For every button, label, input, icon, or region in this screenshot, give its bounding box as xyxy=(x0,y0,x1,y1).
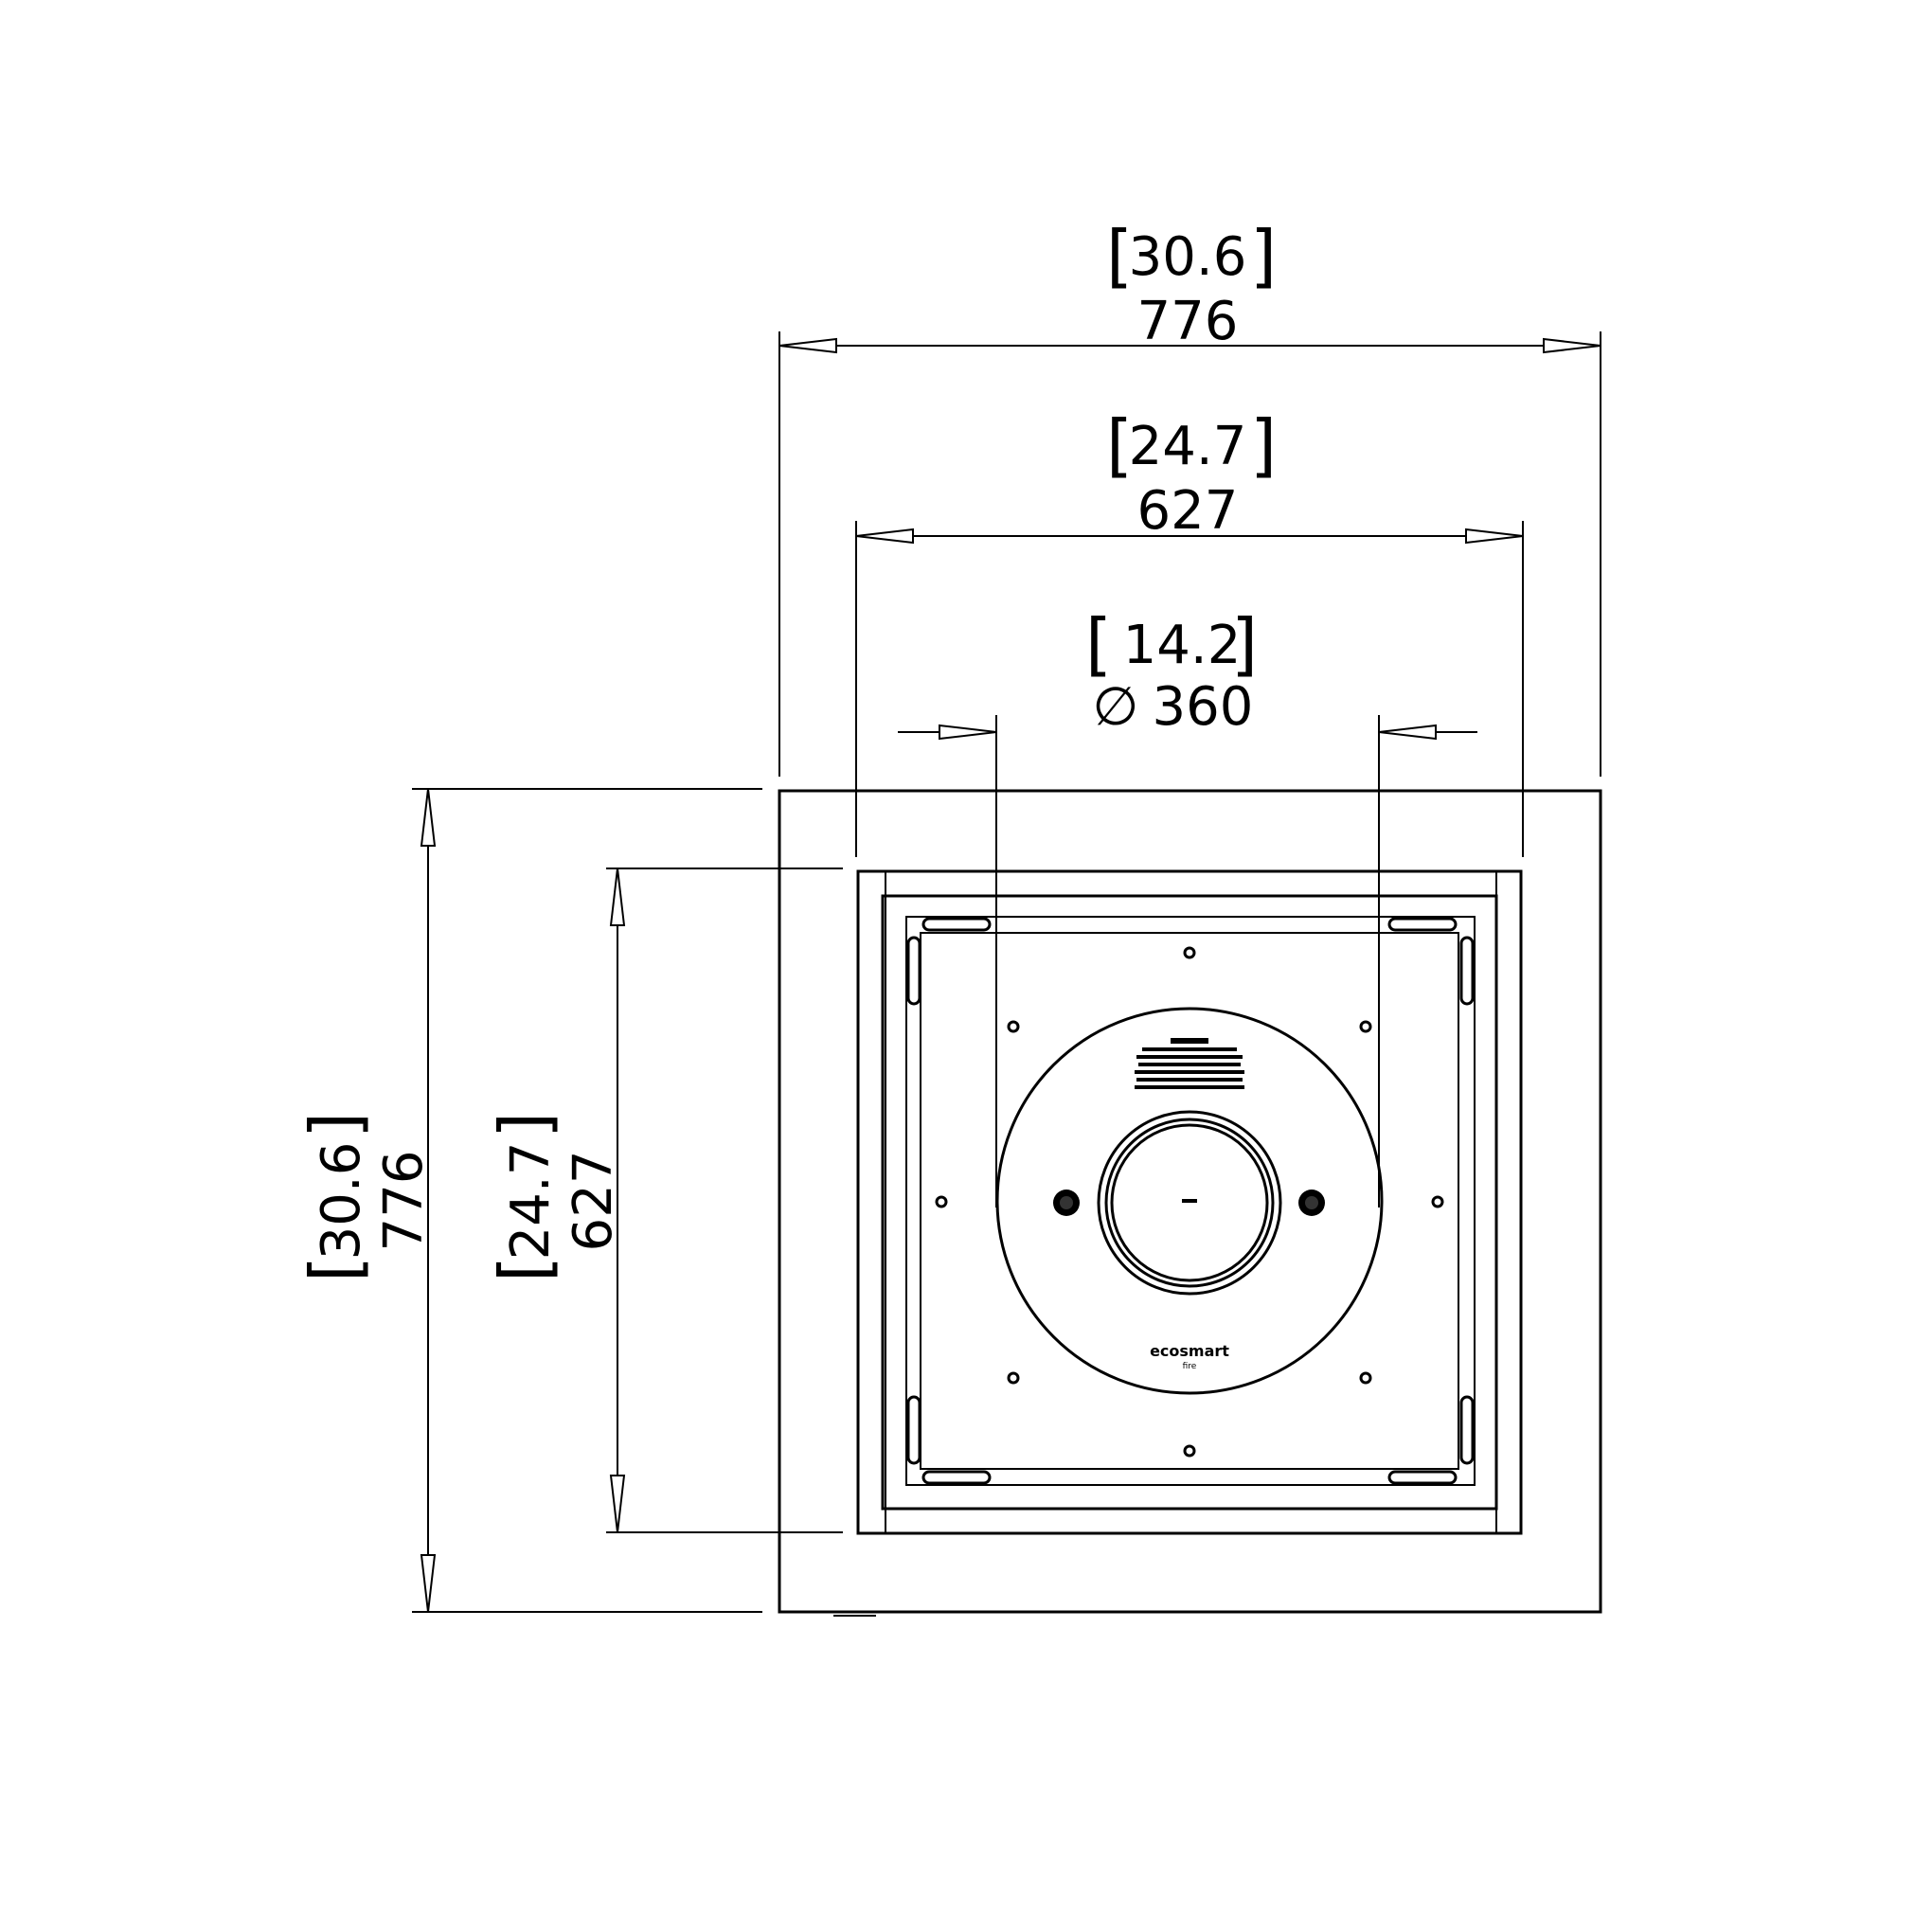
center-mark xyxy=(1182,1199,1197,1203)
burner-opening xyxy=(1097,1110,1282,1296)
overall-width-mm: 776 xyxy=(1137,291,1239,352)
bracket-close: ] xyxy=(295,1112,375,1138)
bracket-open: [ xyxy=(1106,216,1133,295)
bracket-close: ] xyxy=(485,1112,564,1138)
bracket-open: [ xyxy=(295,1256,375,1282)
dimension-inner-depth: [ ] 24.7 627 xyxy=(485,868,843,1533)
warning-label-icon xyxy=(1135,1038,1244,1089)
brand-logo-sub: fire xyxy=(1183,1362,1197,1371)
bracket-close: ] xyxy=(1250,405,1277,485)
dimension-overall-depth: [ ] 30.6 776 xyxy=(295,788,762,1613)
bracket-open: [ xyxy=(1085,604,1112,684)
outer-frame xyxy=(778,789,1602,1614)
overall-width-inches: 30.6 xyxy=(1129,226,1247,288)
burner-disc xyxy=(995,1007,1384,1395)
bracket-close: ] xyxy=(1250,216,1277,295)
overall-depth-inches: 30.6 xyxy=(311,1142,372,1261)
bracket-close: ] xyxy=(1231,604,1258,684)
corner-bracket-top-left xyxy=(906,917,992,1006)
inner-width-inches: 24.7 xyxy=(1129,416,1247,477)
bracket-open: [ xyxy=(485,1256,564,1282)
corner-bracket-bottom-left xyxy=(906,1395,992,1485)
inner-depth-inches: 24.7 xyxy=(500,1142,562,1261)
brand-logo: ecosmart xyxy=(1150,1342,1229,1360)
knob-left xyxy=(1053,1190,1080,1216)
burner-diameter-inches: 14.2 xyxy=(1123,615,1242,676)
inner-width-mm: 627 xyxy=(1137,480,1239,542)
insert-tray xyxy=(881,894,1498,1511)
overall-depth-mm: 776 xyxy=(373,1151,435,1252)
knob-right xyxy=(1298,1190,1325,1216)
screw-holes xyxy=(935,946,1444,1458)
corner-bracket-bottom-right xyxy=(1387,1395,1475,1485)
corner-bracket-top-right xyxy=(1387,917,1475,1006)
burner-diameter-mm: 360 xyxy=(1153,676,1254,738)
bracket-open: [ xyxy=(1106,405,1133,485)
inner-frame xyxy=(856,869,1523,1535)
fire-table-top-view: ecosmart fire xyxy=(778,789,1602,1617)
dimension-inner-width: [ ] 24.7 627 xyxy=(855,405,1524,857)
diameter-symbol: ∅ xyxy=(1093,676,1139,738)
inner-depth-mm: 627 xyxy=(563,1151,624,1252)
burner-plate xyxy=(905,916,1476,1486)
dimension-burner-diameter: [ ] 14.2 ∅ 360 xyxy=(898,604,1477,1208)
dimension-overall-width: [ ] 30.6 776 xyxy=(778,216,1601,777)
